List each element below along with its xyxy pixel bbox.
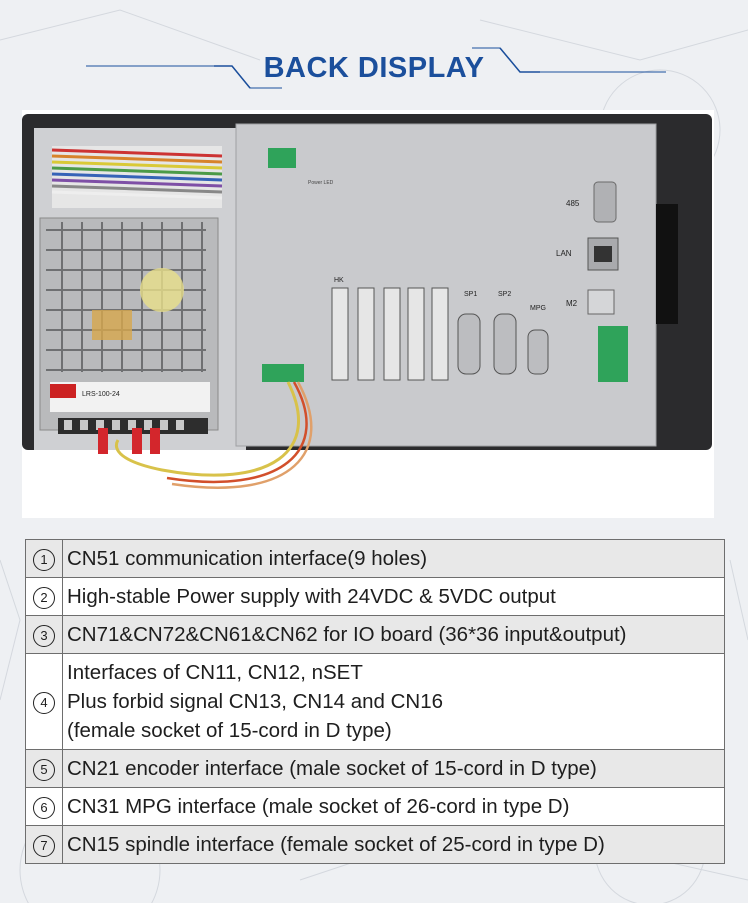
main-panel	[235, 123, 657, 447]
table-row: 2 High-stable Power supply with 24VDC & …	[25, 577, 725, 616]
row-description: CN51 communication interface(9 holes)	[62, 539, 725, 578]
page-title: BACK DISPLAY	[263, 52, 485, 84]
row-number-badge: 7	[33, 834, 55, 857]
usb-ports	[587, 289, 615, 315]
product-photo: LRS-100-24 Power LED 485 LAN M2 SP1 SP2 …	[22, 110, 714, 518]
row-number-badge: 3	[33, 624, 55, 647]
psu-model-label: LRS-100-24	[82, 391, 120, 398]
row-description: Interfaces of CN11, CN12, nSET Plus forb…	[62, 653, 725, 750]
spec-table: 1 CN51 communication interface(9 holes) …	[25, 539, 725, 864]
ribbon-cable	[51, 146, 223, 208]
row-description: CN21 encoder interface (male socket of 1…	[62, 749, 725, 788]
hk-label: HK	[334, 277, 344, 284]
row-number-badge: 2	[33, 586, 55, 609]
row-description: CN15 spindle interface (female socket of…	[62, 825, 725, 864]
io-terminal-right	[598, 326, 628, 382]
table-row: 3 CN71&CN72&CN61&CN62 for IO board (36*3…	[25, 615, 725, 654]
power-led-label: Power LED	[308, 180, 334, 186]
header: BACK DISPLAY	[0, 0, 748, 105]
row-number-badge: 1	[33, 548, 55, 571]
m2-label: M2	[566, 299, 578, 308]
row-description-line: (female socket of 15-cord in D type)	[67, 719, 392, 742]
power-cable	[115, 381, 300, 477]
table-row: 7 CN15 spindle interface (female socket …	[25, 825, 725, 864]
sp2-label: SP2	[498, 291, 511, 298]
table-row: 4 Interfaces of CN11, CN12, nSET Plus fo…	[25, 653, 725, 750]
row-description: CN31 MPG interface (male socket of 26-co…	[62, 787, 725, 826]
row-number-badge: 6	[33, 796, 55, 819]
row-description: High-stable Power supply with 24VDC & 5V…	[62, 577, 725, 616]
dsub-connectors	[457, 313, 549, 375]
table-row: 5 CN21 encoder interface (male socket of…	[25, 749, 725, 788]
mpg-label: MPG	[530, 305, 546, 312]
power-terminal-top	[268, 148, 296, 168]
row-description-line: Plus forbid signal CN13, CN14 and CN16	[67, 690, 444, 713]
row-description: CN71&CN72&CN61&CN62 for IO board (36*36 …	[62, 615, 725, 654]
table-row: 6 CN31 MPG interface (male socket of 26-…	[25, 787, 725, 826]
rs485-port	[593, 181, 617, 223]
row-description-line: Interfaces of CN11, CN12, nSET	[67, 661, 363, 684]
power-supply: LRS-100-24	[39, 217, 219, 454]
sp1-label: SP1	[464, 291, 477, 298]
row-number-badge: 4	[33, 691, 55, 714]
title-decoration	[86, 47, 666, 89]
io-connectors	[331, 287, 449, 381]
lan-label: LAN	[556, 249, 572, 258]
rs485-label: 485	[566, 199, 580, 208]
table-row: 1 CN51 communication interface(9 holes)	[25, 539, 725, 578]
power-terminal-bottom	[262, 364, 304, 382]
row-number-badge: 5	[33, 758, 55, 781]
